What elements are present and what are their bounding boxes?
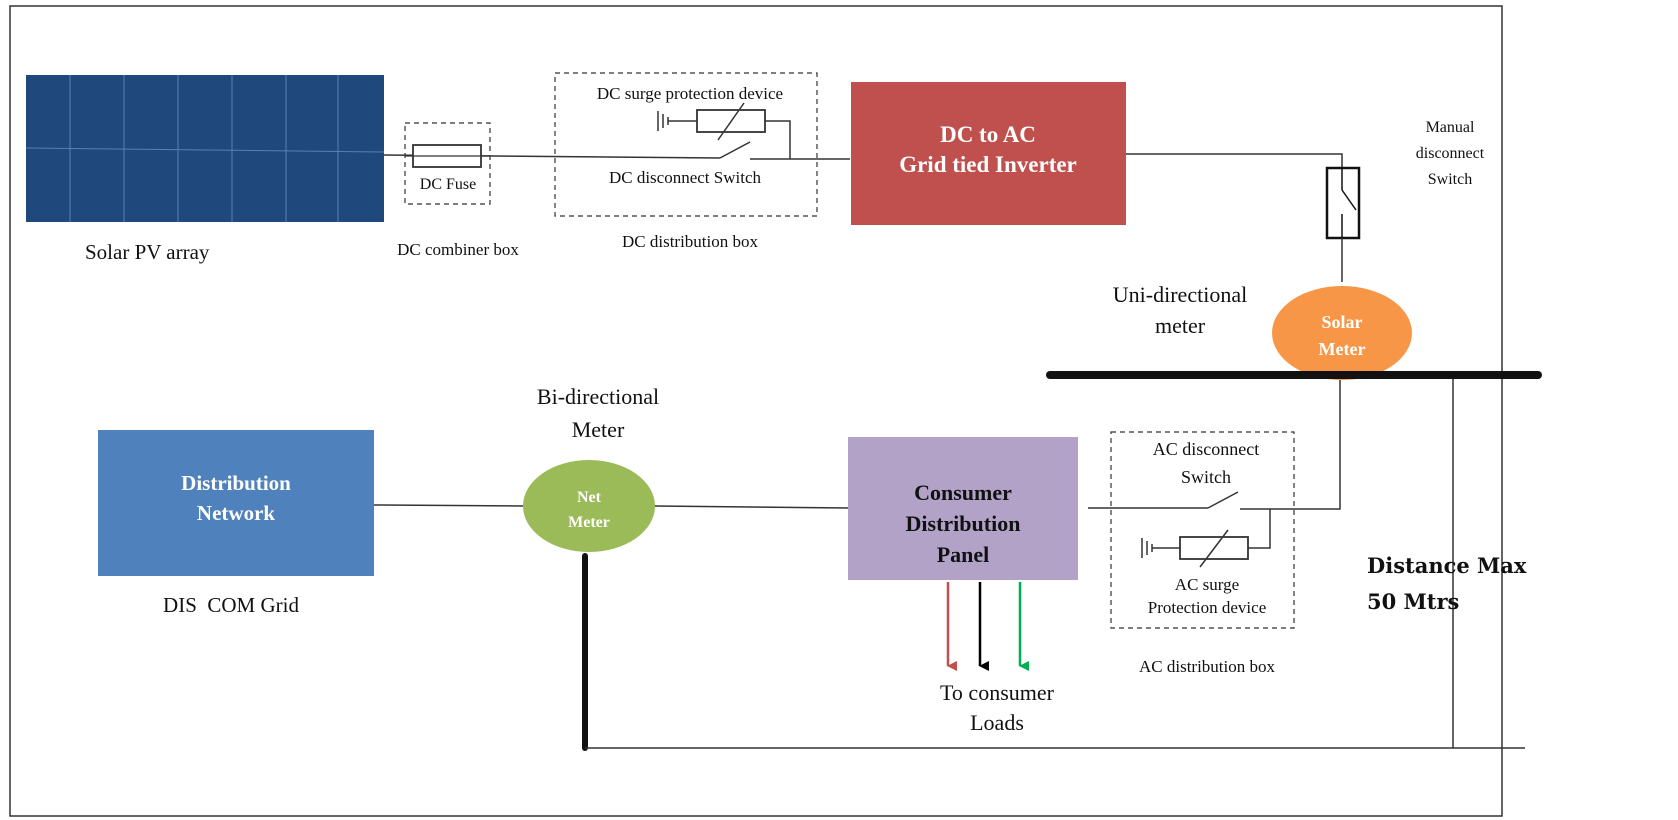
solar-meter-ellipse [1272,286,1412,380]
dc-ground-icon [657,111,697,131]
ac-spd-label-line2: Protection device [1148,598,1267,617]
ac-distribution-box: AC disconnect Switch AC surge Protection… [1110,431,1295,676]
solar-meter-label-line2: Meter [1319,339,1366,359]
ac-output-wire [1126,153,1343,168]
ac-ground-icon [1141,538,1180,558]
bi-directional-meter-label-line2: Meter [572,417,625,442]
consumer-loads-label-line1: To consumer [940,680,1055,705]
manual-switch-label-line2: disconnect [1416,145,1485,162]
discom-grid-label: DIS COM Grid [163,593,299,617]
pv-array-label: Solar PV array [85,240,210,264]
distance-label-line2: 50 Mtrs [1367,589,1459,614]
consumer-load-arrows [946,582,1029,671]
consumer-panel-label-line2: Distribution [906,511,1021,536]
grid-to-net-meter-wire [373,504,526,507]
dc-spd-label: DC surge protection device [597,84,783,103]
outer-frame [9,5,1503,817]
consumer-loads-label-line2: Loads [970,710,1024,735]
bi-directional-meter-label-line1: Bi-directional [537,384,659,409]
consumer-distribution-panel: Consumer Distribution Panel [848,437,1078,580]
inverter-title-line1: DC to AC [940,122,1036,147]
solar-pv-array: Solar PV array [25,75,385,264]
dc-combiner-box-frame [404,122,491,205]
solar-meter-label-line1: Solar [1321,312,1362,332]
manual-switch-label-line1: Manual [1426,119,1475,136]
manual-disconnect-switch: Manual disconnect Switch [1325,119,1485,240]
ac-distribution-box-label: AC distribution box [1139,657,1276,676]
consumer-panel-box [848,437,1078,580]
distribution-network-box [98,430,374,576]
distribution-network-label-line2: Network [197,501,275,525]
net-meter-ellipse [523,460,655,552]
dc-combiner-box-label: DC combiner box [397,240,519,259]
dc-disconnect-switch-symbol [719,141,751,159]
inverter-box [851,82,1126,225]
consumer-panel-label-line3: Panel [937,542,990,567]
dc-distribution-box: DC surge protection device DC disconnect… [554,72,850,251]
manual-switch-symbol [1325,166,1361,240]
dc-distribution-box-frame [554,72,818,217]
bus-to-ac-box-wire [1240,380,1341,510]
ac-spd-label-line1: AC surge [1175,575,1239,594]
dc-disconnect-switch-label: DC disconnect Switch [609,168,762,187]
solar-meter: Solar Meter [1272,286,1412,380]
distribution-network: Distribution Network DIS COM Grid [98,430,374,617]
dc-combiner-box: DC Fuse DC combiner box [397,122,519,259]
net-meter-label-line1: Net [577,489,602,506]
ac-disconnect-switch-label-line1: AC disconnect [1153,439,1259,459]
consumer-panel-label-line1: Consumer [914,480,1012,505]
ac-disconnect-switch-symbol [1207,491,1239,509]
inverter-title-line2: Grid tied Inverter [899,152,1077,177]
net-meter: Net Meter [523,460,655,552]
dc-distribution-box-label: DC distribution box [622,232,759,251]
net-meter-label-line2: Meter [568,514,610,531]
net-meter-to-panel-wire [654,505,849,509]
dc-fuse-label: DC Fuse [420,176,476,193]
ac-disconnect-switch-label-line2: Switch [1181,467,1231,487]
grid-tied-inverter: DC to AC Grid tied Inverter [851,82,1126,225]
distribution-network-label-line1: Distribution [181,471,291,495]
pv-grid-lines [25,75,385,222]
ac-distribution-box-frame [1110,431,1295,629]
uni-directional-meter-label-line1: Uni-directional [1113,282,1247,307]
distance-label-line1: Distance Max [1367,553,1527,578]
uni-directional-meter-label-line2: meter [1155,313,1206,338]
manual-switch-label-line3: Switch [1428,171,1472,188]
